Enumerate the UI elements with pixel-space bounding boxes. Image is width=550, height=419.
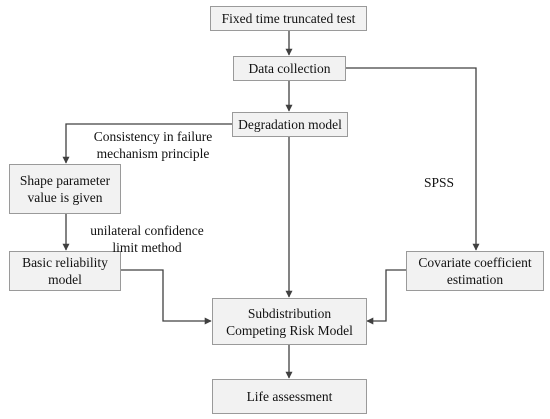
node-life-assessment: Life assessment xyxy=(212,379,367,414)
node-covariate-estimation: Covariate coefficient estimation xyxy=(406,251,544,291)
edge-label-spss: SPSS xyxy=(423,175,455,190)
arrow-covariate-to-subdistribution xyxy=(366,269,406,325)
edge-label-consistency: Consistency in failure mechanism princip… xyxy=(93,129,213,161)
node-basic-reliability: Basic reliability model xyxy=(9,251,121,291)
node-degradation-model: Degradation model xyxy=(232,112,348,137)
arrow-data-to-covariate xyxy=(346,67,480,251)
node-fixed-time-test: Fixed time truncated test xyxy=(210,6,367,31)
arrow-degradation-to-shape xyxy=(62,123,232,164)
node-subdistribution: Subdistribution Competing Risk Model xyxy=(212,298,367,345)
edge-label-unilateral: unilateral confidence limit method xyxy=(90,223,204,255)
node-shape-parameter: Shape parameter value is given xyxy=(9,164,121,214)
arrow-basic-to-subdistribution xyxy=(121,269,212,325)
node-data-collection: Data collection xyxy=(233,56,346,81)
